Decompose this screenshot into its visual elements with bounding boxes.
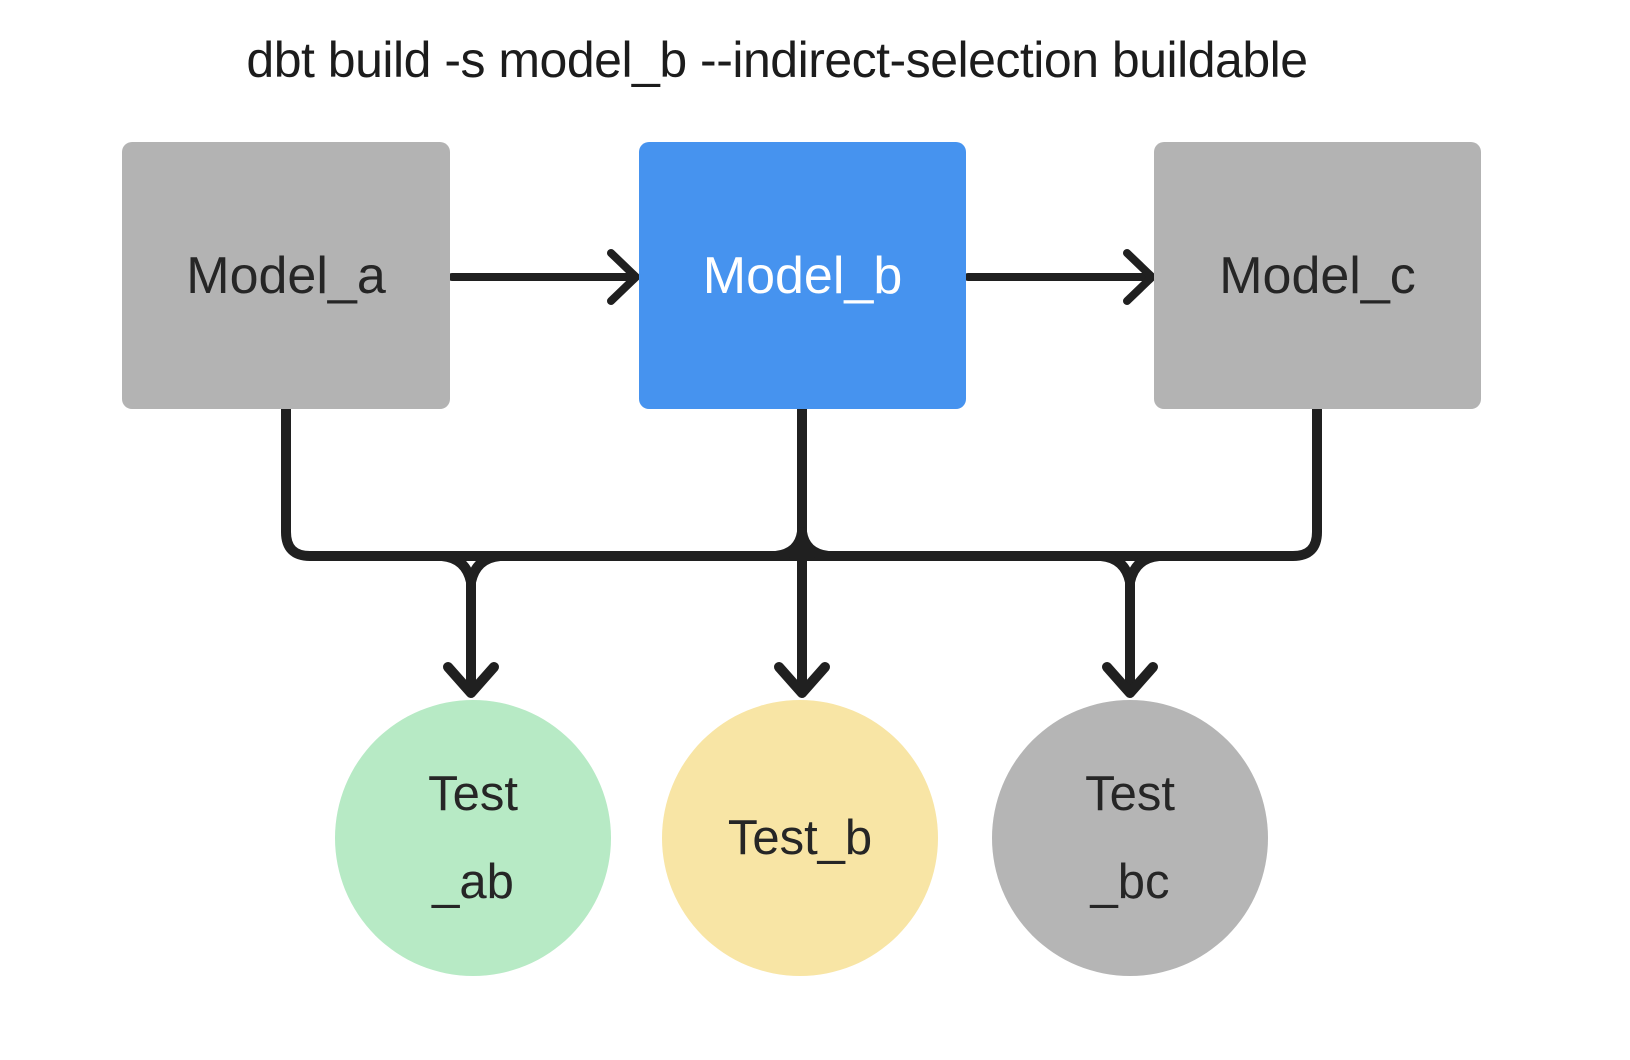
node-test-b-label: Test_b xyxy=(727,811,873,865)
edge-model-b-to-model-c xyxy=(964,249,1156,305)
edge-drop-test-ab xyxy=(437,551,505,698)
node-model-b: Model_b xyxy=(639,142,966,409)
node-test-bc: Test _bc xyxy=(992,700,1268,976)
node-test-ab: Test _ab xyxy=(335,700,611,976)
node-test-bc-label-line1: Test xyxy=(1085,767,1175,821)
edge-drop-test-bc xyxy=(1096,551,1164,698)
node-test-b: Test_b xyxy=(662,700,938,976)
diagram-title: dbt build -s model_b --indirect-selectio… xyxy=(246,32,1308,88)
node-model-a: Model_a xyxy=(122,142,450,409)
node-model-b-label: Model_b xyxy=(702,246,903,305)
edge-model-a-to-model-b xyxy=(448,249,640,305)
node-model-c: Model_c xyxy=(1154,142,1481,409)
node-model-a-label: Model_a xyxy=(186,246,386,305)
node-test-ab-label-line2: _ab xyxy=(432,855,514,909)
node-test-ab-label-line1: Test xyxy=(428,767,518,821)
edge-drop-test-b xyxy=(771,404,833,698)
node-test-bc-label-line2: _bc xyxy=(1090,855,1170,909)
node-model-c-label: Model_c xyxy=(1219,246,1416,305)
